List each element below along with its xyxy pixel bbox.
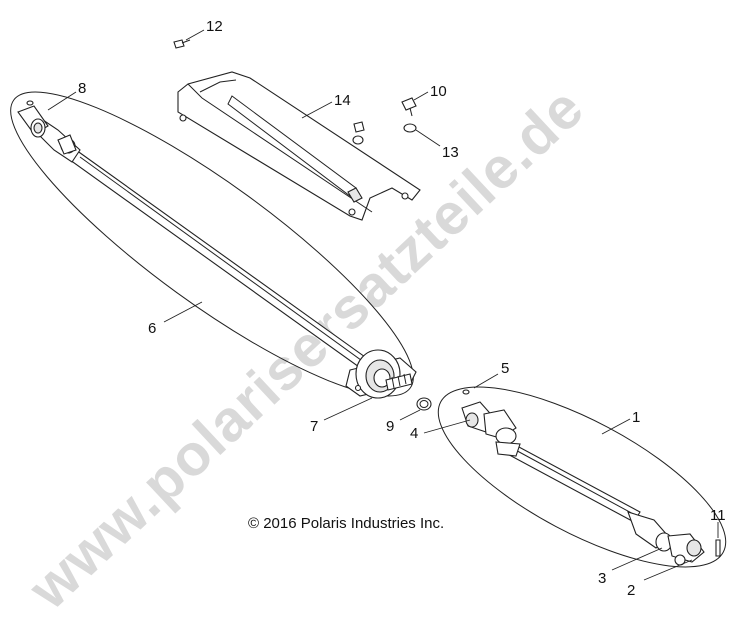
prop-shaft: [17, 105, 387, 383]
leader-9: [399, 409, 421, 421]
rear-prop-shaft: [461, 401, 705, 566]
leader-8: [47, 91, 77, 111]
leader-4: [423, 419, 471, 434]
zerk-fitting: [26, 100, 34, 106]
callout-4: 4: [410, 425, 418, 442]
callout-10: 10: [430, 83, 447, 100]
leader-13: [415, 129, 441, 147]
prop-shaft-guard: [177, 71, 421, 221]
callout-5: 5: [501, 360, 509, 377]
grease-fitting-5: [462, 389, 470, 395]
callout-2: 2: [627, 582, 635, 599]
callout-9: 9: [386, 418, 394, 435]
group-outline-prop-shaft-1: [437, 386, 727, 568]
callout-7: 7: [310, 418, 318, 435]
leader-6: [163, 301, 203, 323]
bolt-12: [173, 39, 191, 49]
leader-5: [473, 373, 499, 389]
leader-7: [323, 397, 373, 421]
leader-10: [413, 91, 429, 101]
center-bearing: [345, 349, 417, 399]
leader-12: [185, 29, 205, 41]
snap-ring: [416, 397, 432, 411]
washer-13: [403, 123, 417, 133]
callout-1: 1: [632, 409, 640, 426]
guard-fastener: [352, 121, 365, 145]
group-outline-prop-shaft-6: [10, 91, 414, 397]
callout-3: 3: [598, 570, 606, 587]
callout-6: 6: [148, 320, 156, 337]
leader-1: [601, 418, 631, 435]
callout-13: 13: [442, 144, 459, 161]
leader-14: [301, 101, 333, 119]
leader-2: [643, 559, 693, 581]
callout-12: 12: [206, 18, 223, 35]
leader-3: [611, 547, 663, 571]
bolt-10: [401, 97, 417, 117]
pin-11: [715, 539, 721, 557]
callout-8: 8: [78, 80, 86, 97]
callout-11: 11: [710, 507, 726, 524]
copyright-notice: © 2016 Polaris Industries Inc.: [248, 515, 444, 532]
callout-14: 14: [334, 92, 351, 109]
